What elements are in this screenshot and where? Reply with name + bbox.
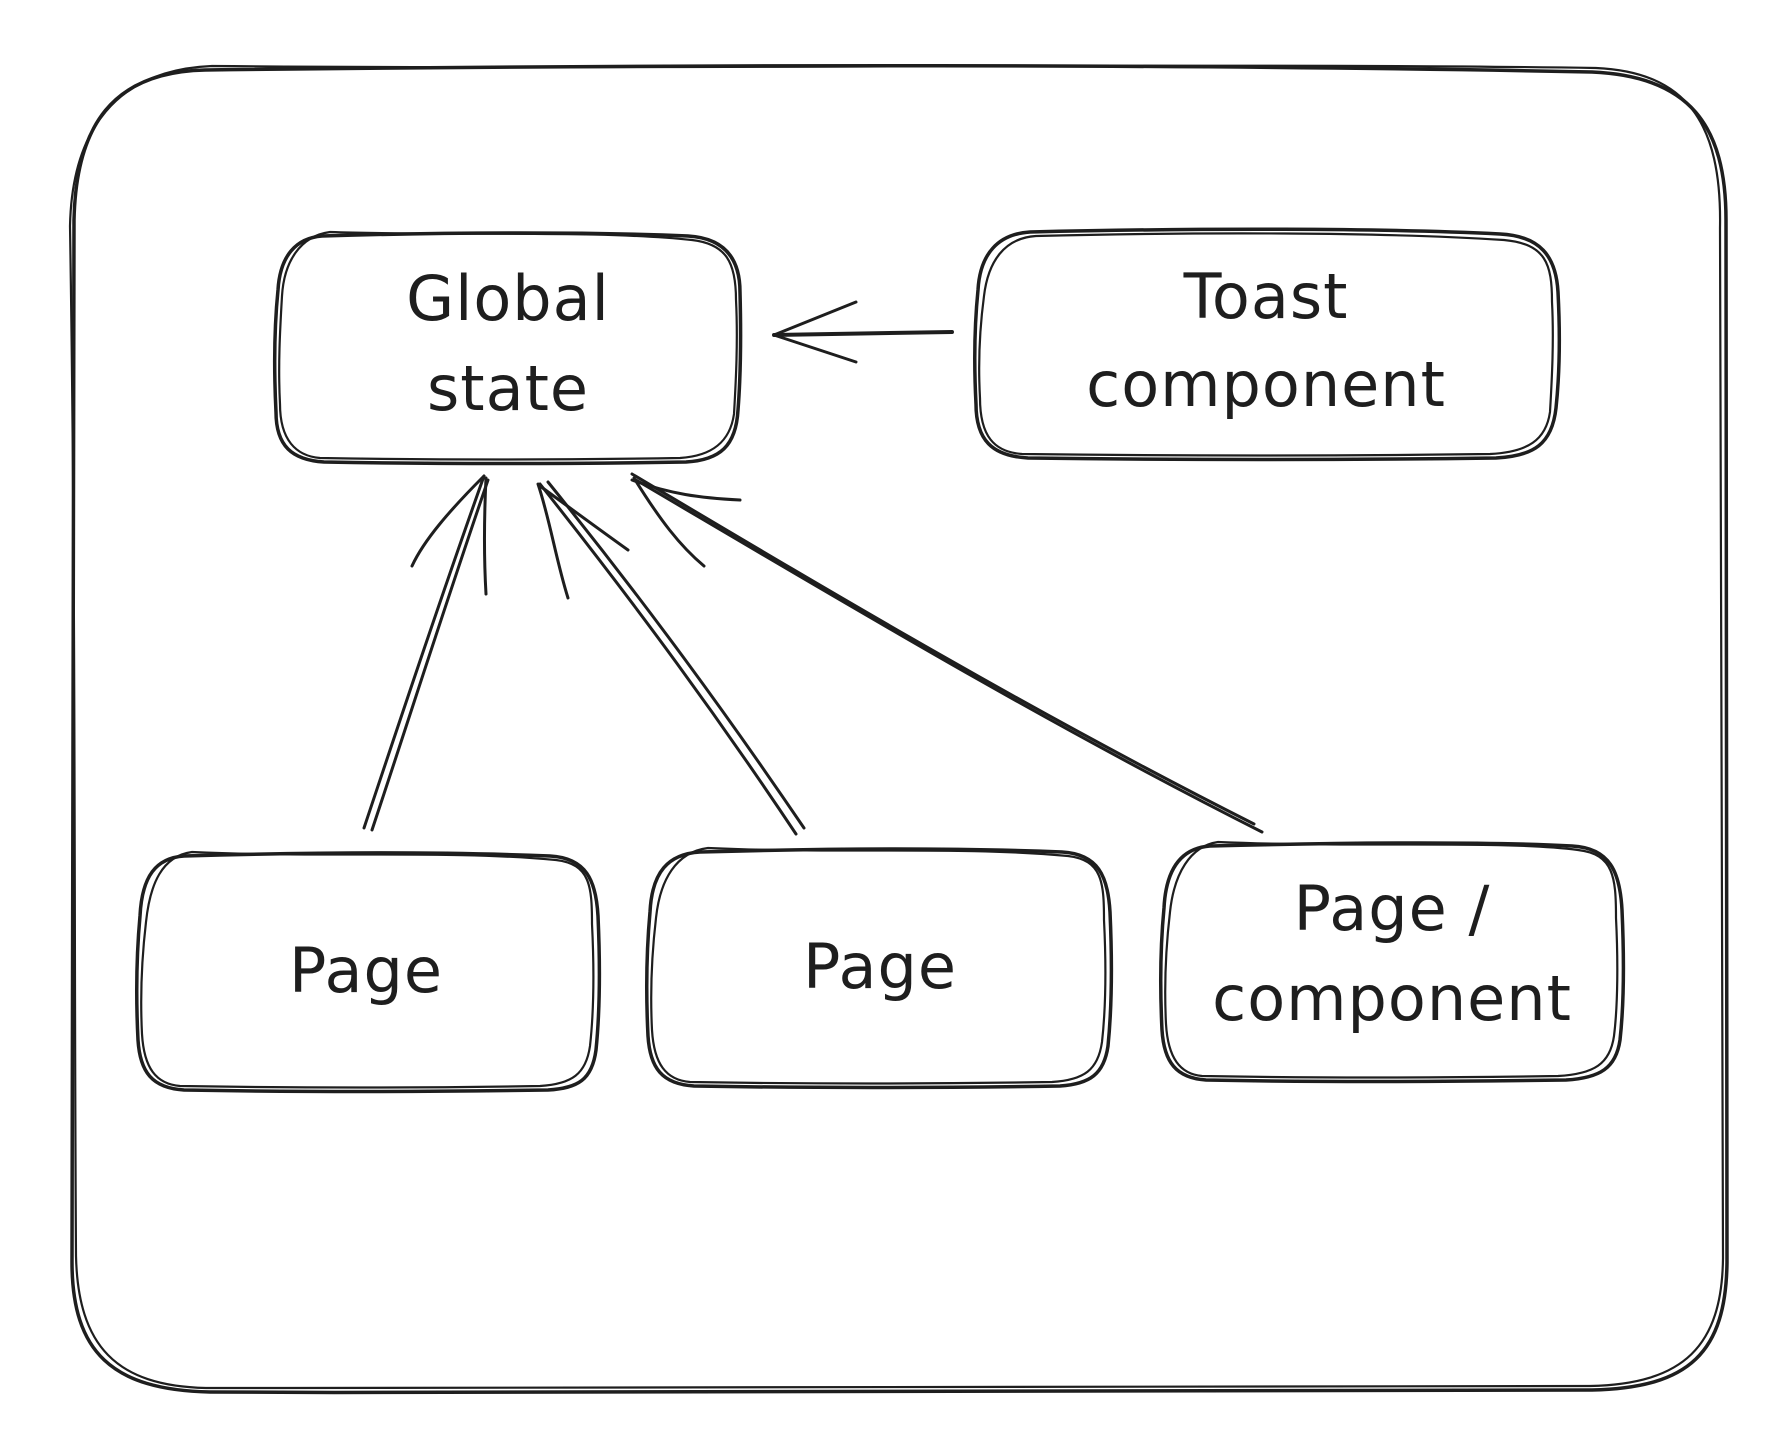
node-label-line: Page: [803, 930, 957, 1003]
edge-page-1-to-global-state: [362, 474, 490, 832]
node-global-state[interactable]: Global state: [272, 230, 743, 466]
node-page-1[interactable]: Page: [134, 850, 602, 1094]
outer-frame: [68, 63, 1730, 1396]
node-label-line: Page /: [1294, 872, 1491, 945]
node-page-component[interactable]: Page / component: [1158, 840, 1626, 1084]
node-label-line: Page: [289, 934, 443, 1007]
node-label-line: component: [1212, 962, 1572, 1035]
edge-page-2-to-global-state: [536, 480, 806, 836]
node-toast-component[interactable]: Toast component: [972, 227, 1562, 462]
node-label-line: component: [1086, 348, 1446, 421]
edge-page-component-to-global-state: [630, 472, 1264, 834]
node-page-2[interactable]: Page: [644, 846, 1114, 1090]
edge-toast-to-global-state: [772, 300, 954, 364]
node-label-line: Toast: [1183, 260, 1349, 333]
node-label-line: state: [427, 352, 589, 425]
node-label-line: Global: [406, 262, 610, 335]
